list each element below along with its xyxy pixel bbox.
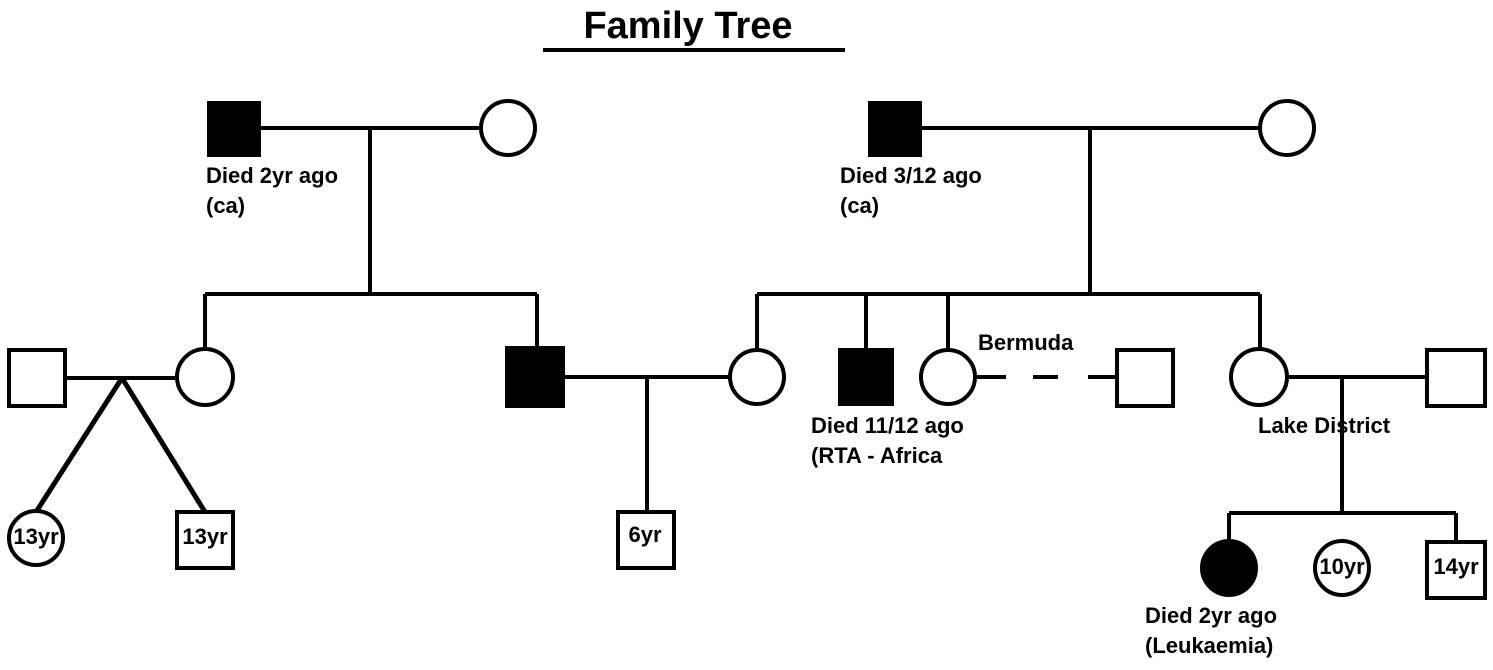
twin-line-right (119, 376, 208, 514)
twin-line-left (33, 376, 125, 514)
son-age: 6yr (628, 522, 661, 547)
diagram-title: Family Tree (583, 5, 792, 47)
maternal-grandfather-label-2: (ca) (840, 193, 879, 218)
aunt-husband-symbol (7, 348, 67, 408)
cousin-girl-symbol (1313, 539, 1371, 597)
cousin-boy-age: 14yr (1433, 554, 1479, 579)
maternal-grandfather-label-1: Died 3/12 ago (840, 163, 982, 188)
maternal-uncle-label-1: Died 11/12 ago (811, 413, 964, 438)
maternal-aunt-2-symbol (1229, 347, 1289, 407)
cousin-deceased-label-2: (Leukaemia) (1145, 633, 1273, 658)
paternal-grandfather-label-2: (ca) (206, 193, 245, 218)
maternal-grandmother-symbol (1258, 99, 1316, 157)
father-symbol (505, 346, 565, 408)
lake-district-annotation: Lake District (1258, 413, 1391, 438)
aunt-1-partner-symbol (1115, 348, 1175, 408)
bermuda-annotation: Bermuda (978, 330, 1074, 355)
mother-symbol (728, 348, 786, 406)
cousin-deceased-label-1: Died 2yr ago (1145, 603, 1277, 628)
cousin-deceased-symbol (1200, 539, 1258, 597)
twin-boy-age: 13yr (182, 524, 228, 549)
aunt-2-husband-symbol (1425, 348, 1487, 408)
maternal-uncle-label-2: (RTA - Africa (811, 443, 943, 468)
cousin-boy-symbol (1425, 540, 1487, 600)
cousin-girl-age: 10yr (1319, 554, 1365, 579)
son-symbol (616, 510, 676, 570)
twin-girl-age: 13yr (13, 524, 59, 549)
paternal-aunt-symbol (175, 347, 235, 407)
maternal-aunt-1-symbol (919, 348, 977, 406)
maternal-uncle-symbol (838, 348, 894, 406)
paternal-grandfather-symbol (207, 101, 261, 157)
maternal-grandfather-symbol (868, 101, 922, 157)
twin-girl-symbol (7, 509, 65, 567)
twin-boy-symbol (175, 510, 235, 570)
paternal-grandfather-label-1: Died 2yr ago (206, 163, 338, 188)
paternal-grandmother-symbol (479, 99, 537, 157)
